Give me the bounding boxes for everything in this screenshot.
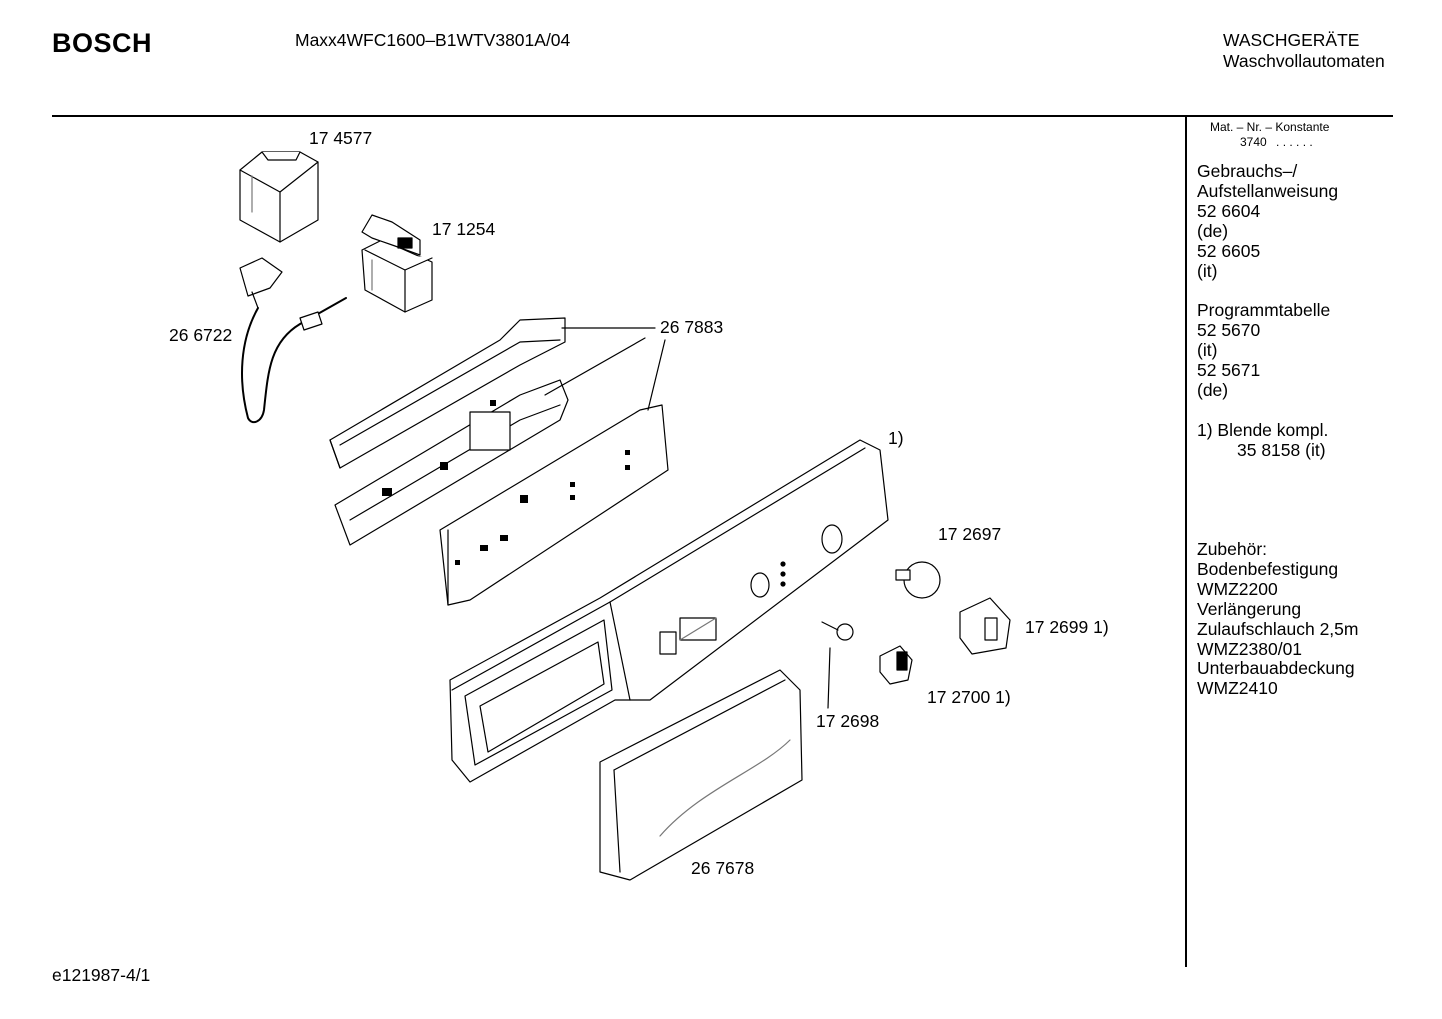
manual-title-2: Aufstellanweisung — [1197, 180, 1339, 201]
manual-section: Gebrauchs–/ Aufstellanweisung 52 6604 (d… — [1197, 161, 1339, 281]
accessory-entry: WMZ2200 — [1197, 578, 1278, 599]
manual-entry: (it) — [1197, 260, 1218, 281]
accessories-title: Zubehör: — [1197, 539, 1268, 559]
model-number: Maxx4WFC1600–B1WTV3801A/04 — [295, 30, 571, 50]
mat-nr-header: Mat. – Nr. – Konstante — [1210, 120, 1330, 134]
program-table-entry: (de) — [1197, 379, 1229, 400]
part-label: 17 2698 — [816, 711, 880, 731]
part-label: 17 1254 — [432, 219, 496, 239]
accessory-entry: Bodenbefestigung — [1197, 558, 1339, 579]
mat-nr-value: 3740 . . . . . . — [1240, 136, 1313, 149]
program-table-entry: 52 5670 — [1197, 319, 1261, 340]
footnote-section: 1) Blende kompl. 35 8158 (it) — [1197, 420, 1329, 461]
accessories-section: Zubehör: Bodenbefestigung WMZ2200 Verlän… — [1197, 539, 1359, 699]
sidebar-divider — [1185, 115, 1187, 967]
filter-holder-part — [361, 214, 433, 313]
footnote-line-2: 35 8158 (it) — [1237, 439, 1326, 460]
control-board-details — [382, 400, 630, 565]
drawer-handle-part — [599, 669, 803, 881]
manual-title-1: Gebrauchs–/ — [1197, 161, 1298, 181]
part-label: 26 7678 — [691, 858, 755, 878]
accessory-entry: WMZ2380/01 — [1197, 638, 1303, 659]
cover-cap-part — [239, 151, 319, 243]
part-label: 17 2699 1) — [1025, 617, 1109, 637]
part-label: 17 4577 — [309, 128, 373, 148]
footnote-line-1: 1) Blende kompl. — [1197, 420, 1329, 440]
front-panel-part — [449, 439, 889, 783]
manual-entry: (de) — [1197, 220, 1229, 241]
part-label: 17 2697 — [938, 524, 1002, 544]
accessory-entry: Unterbauabdeckung — [1197, 658, 1355, 679]
control-board-part — [329, 317, 669, 606]
exploded-parts-drawing — [239, 151, 1011, 881]
part-label: 26 7883 — [660, 317, 724, 337]
part-label: 1) — [888, 428, 904, 448]
knob-17-2697 — [895, 561, 941, 599]
manual-entry: 52 6605 — [1197, 240, 1261, 261]
program-table-title: Programmtabelle — [1197, 300, 1331, 320]
mains-cable-part — [239, 257, 347, 424]
part-label: 17 2700 1) — [927, 687, 1011, 707]
header-divider — [52, 115, 1393, 117]
accessory-entry: WMZ2410 — [1197, 678, 1278, 699]
category-subtitle: Waschvollautomaten — [1223, 51, 1385, 71]
leader-lines — [544, 327, 831, 709]
program-table-section: Programmtabelle 52 5670 (it) 52 5671 (de… — [1197, 300, 1331, 401]
drawing-id: e121987-4/1 — [52, 965, 151, 985]
category-title: WASCHGERÄTE — [1223, 30, 1360, 50]
mat-nr-constant: 3740 — [1240, 135, 1267, 149]
accessory-entry: Zulaufschlauch 2,5m — [1197, 618, 1359, 639]
brand-logo: BOSCH — [52, 28, 153, 58]
part-label: 26 6722 — [169, 325, 233, 345]
accessory-entry: Verlängerung — [1197, 598, 1302, 619]
program-table-entry: 52 5671 — [1197, 359, 1261, 380]
knob-17-2700 — [879, 645, 913, 685]
knob-17-2699 — [959, 597, 1011, 655]
knob-17-2698 — [821, 621, 854, 641]
manual-entry: 52 6604 — [1197, 200, 1261, 221]
program-table-entry: (it) — [1197, 339, 1218, 360]
mat-nr-dots: . . . . . . — [1276, 135, 1313, 149]
